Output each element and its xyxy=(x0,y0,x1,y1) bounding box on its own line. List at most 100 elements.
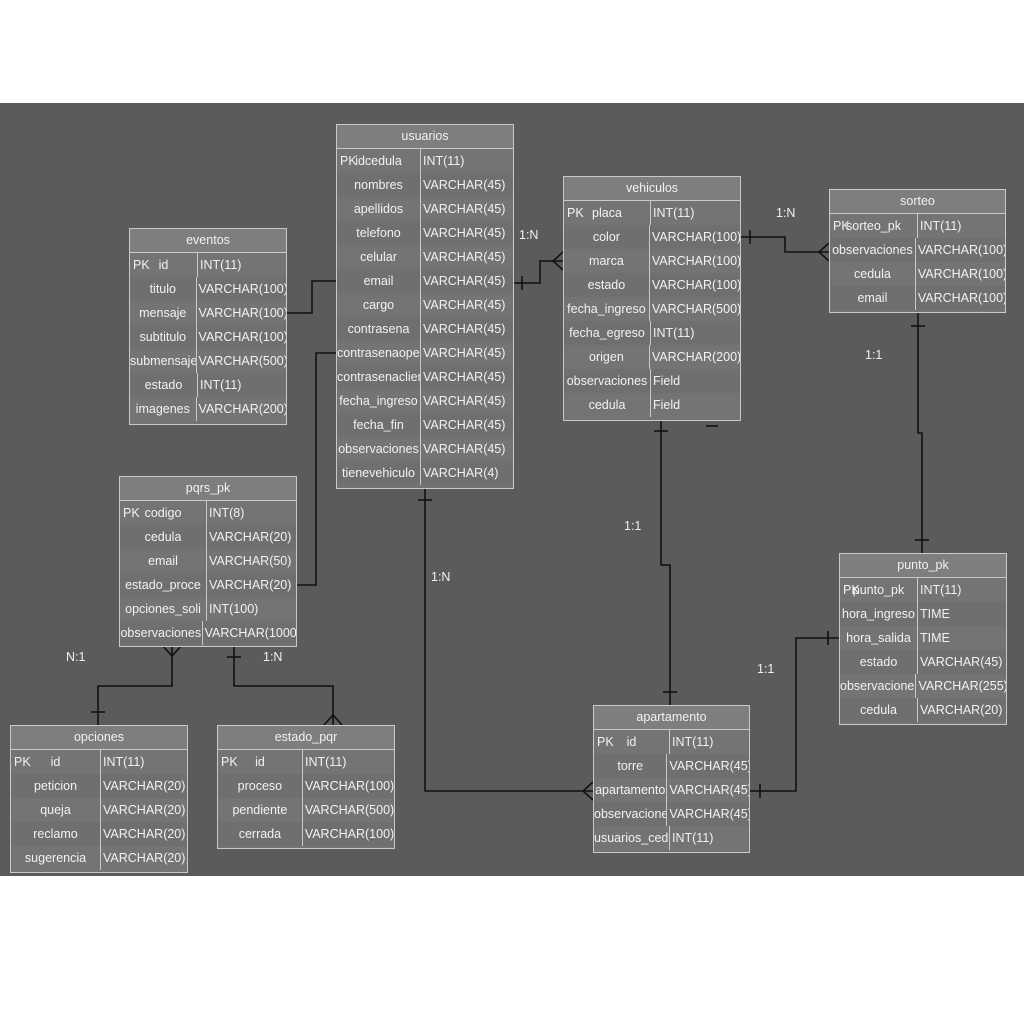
attribute-name: reclamo xyxy=(11,822,101,846)
attribute-name: hora_salida xyxy=(840,626,918,650)
attribute-name: cerrada xyxy=(218,822,303,846)
cardinality-pqrs-opciones: N:1 xyxy=(66,650,86,664)
attribute-type: VARCHAR(100) xyxy=(651,230,740,244)
attribute-name-text: email xyxy=(148,554,178,568)
attribute-name: contrasenaclient xyxy=(337,365,421,389)
cardinality-pqrs-estado: 1:N xyxy=(263,650,283,664)
attribute-name-text: tienevehiculo xyxy=(342,466,415,480)
attribute-type: VARCHAR(20) xyxy=(103,779,186,793)
attribute-type: VARCHAR(20) xyxy=(103,851,186,865)
attribute-type: VARCHAR(20) xyxy=(920,703,1003,717)
attribute-name: queja xyxy=(11,798,101,822)
attribute-row[interactable]: email VARCHAR(50) xyxy=(120,549,296,573)
attribute-name-text: cedula xyxy=(144,530,182,544)
attribute-name: fecha_ingreso xyxy=(337,389,421,413)
attribute-name-text: codigo xyxy=(144,506,182,520)
attribute-name-text: fecha_fin xyxy=(353,418,404,432)
attribute-type: VARCHAR(500) xyxy=(651,302,740,316)
attribute-type: VARCHAR(45) xyxy=(423,226,506,240)
attribute-type: INT(11) xyxy=(920,583,962,597)
attribute-type: VARCHAR(1000) xyxy=(204,626,296,640)
attribute-name: email xyxy=(120,549,207,573)
attribute-name: pendiente xyxy=(218,798,303,822)
attribute-name: hora_ingreso xyxy=(840,602,918,626)
attribute-type: VARCHAR(50) xyxy=(209,554,292,568)
attribute-name: estado xyxy=(840,650,918,674)
attribute-name: estado xyxy=(130,373,198,397)
attribute-name-text: punto_pk xyxy=(852,583,905,597)
attribute-name-text: cerrada xyxy=(238,827,282,841)
attribute-type: TIME xyxy=(920,631,950,645)
